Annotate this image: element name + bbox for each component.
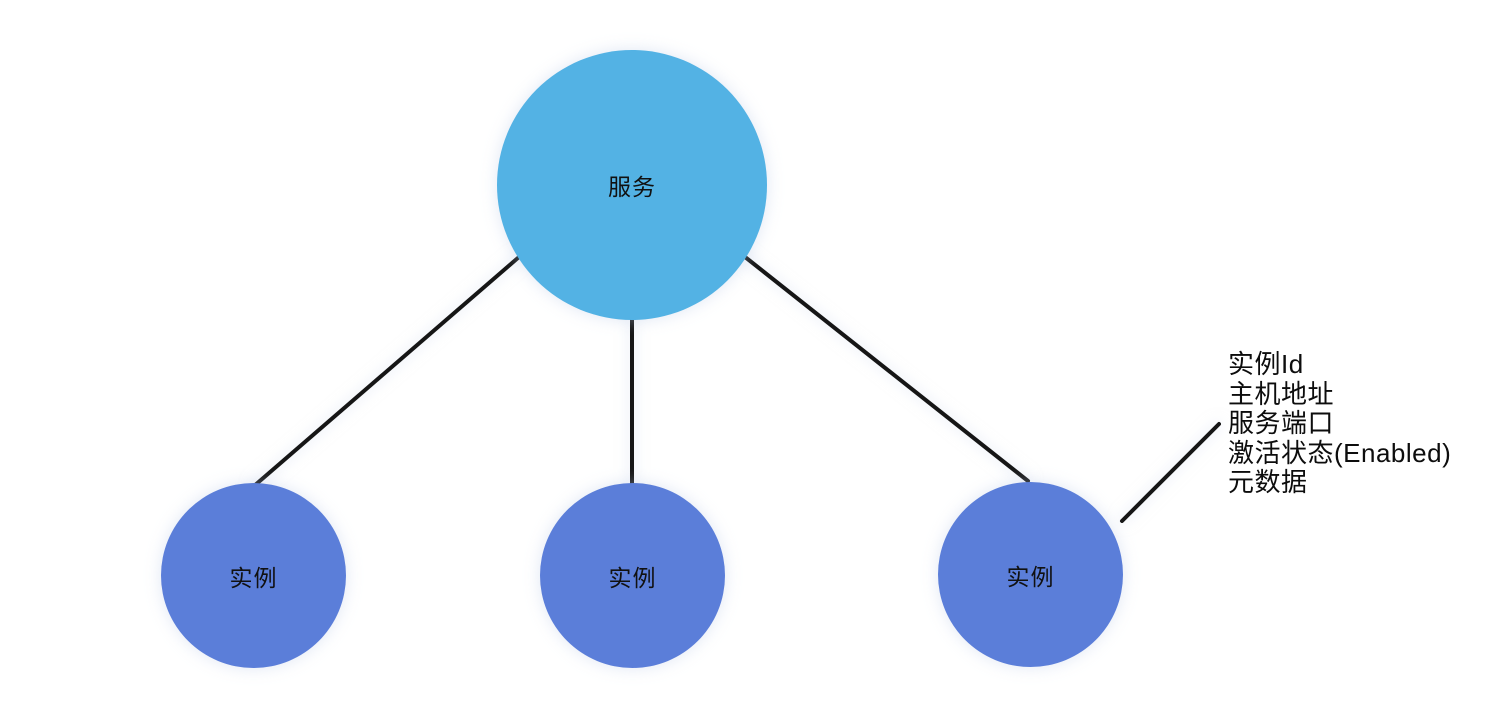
instance-attributes-annotation: 实例Id 主机地址 服务端口 激活状态(Enabled) 元数据 [1228, 349, 1452, 498]
instance-node-1: 实例 [161, 483, 346, 668]
instance-node-3: 实例 [938, 482, 1123, 667]
annotation-line-metadata: 元数据 [1228, 467, 1308, 497]
edge-instance-3-to-annotation [1120, 422, 1221, 523]
annotation-line-instance-id: 实例Id [1228, 349, 1304, 379]
instance-node-1-label: 实例 [229, 564, 278, 591]
annotation-line-host-address: 主机地址 [1228, 378, 1335, 409]
edge-service-to-instance-1 [252, 255, 521, 488]
service-node: 服务 [497, 50, 767, 320]
instance-node-2: 实例 [540, 483, 725, 668]
instance-node-2-label: 实例 [608, 564, 657, 591]
instance-node-3-label: 实例 [1006, 563, 1055, 590]
edge-service-to-instance-3 [738, 251, 1030, 483]
annotation-line-enabled-state: 激活状态(Enabled) [1228, 437, 1452, 468]
annotation-line-service-port: 服务端口 [1228, 408, 1335, 438]
service-node-label: 服务 [608, 174, 656, 200]
